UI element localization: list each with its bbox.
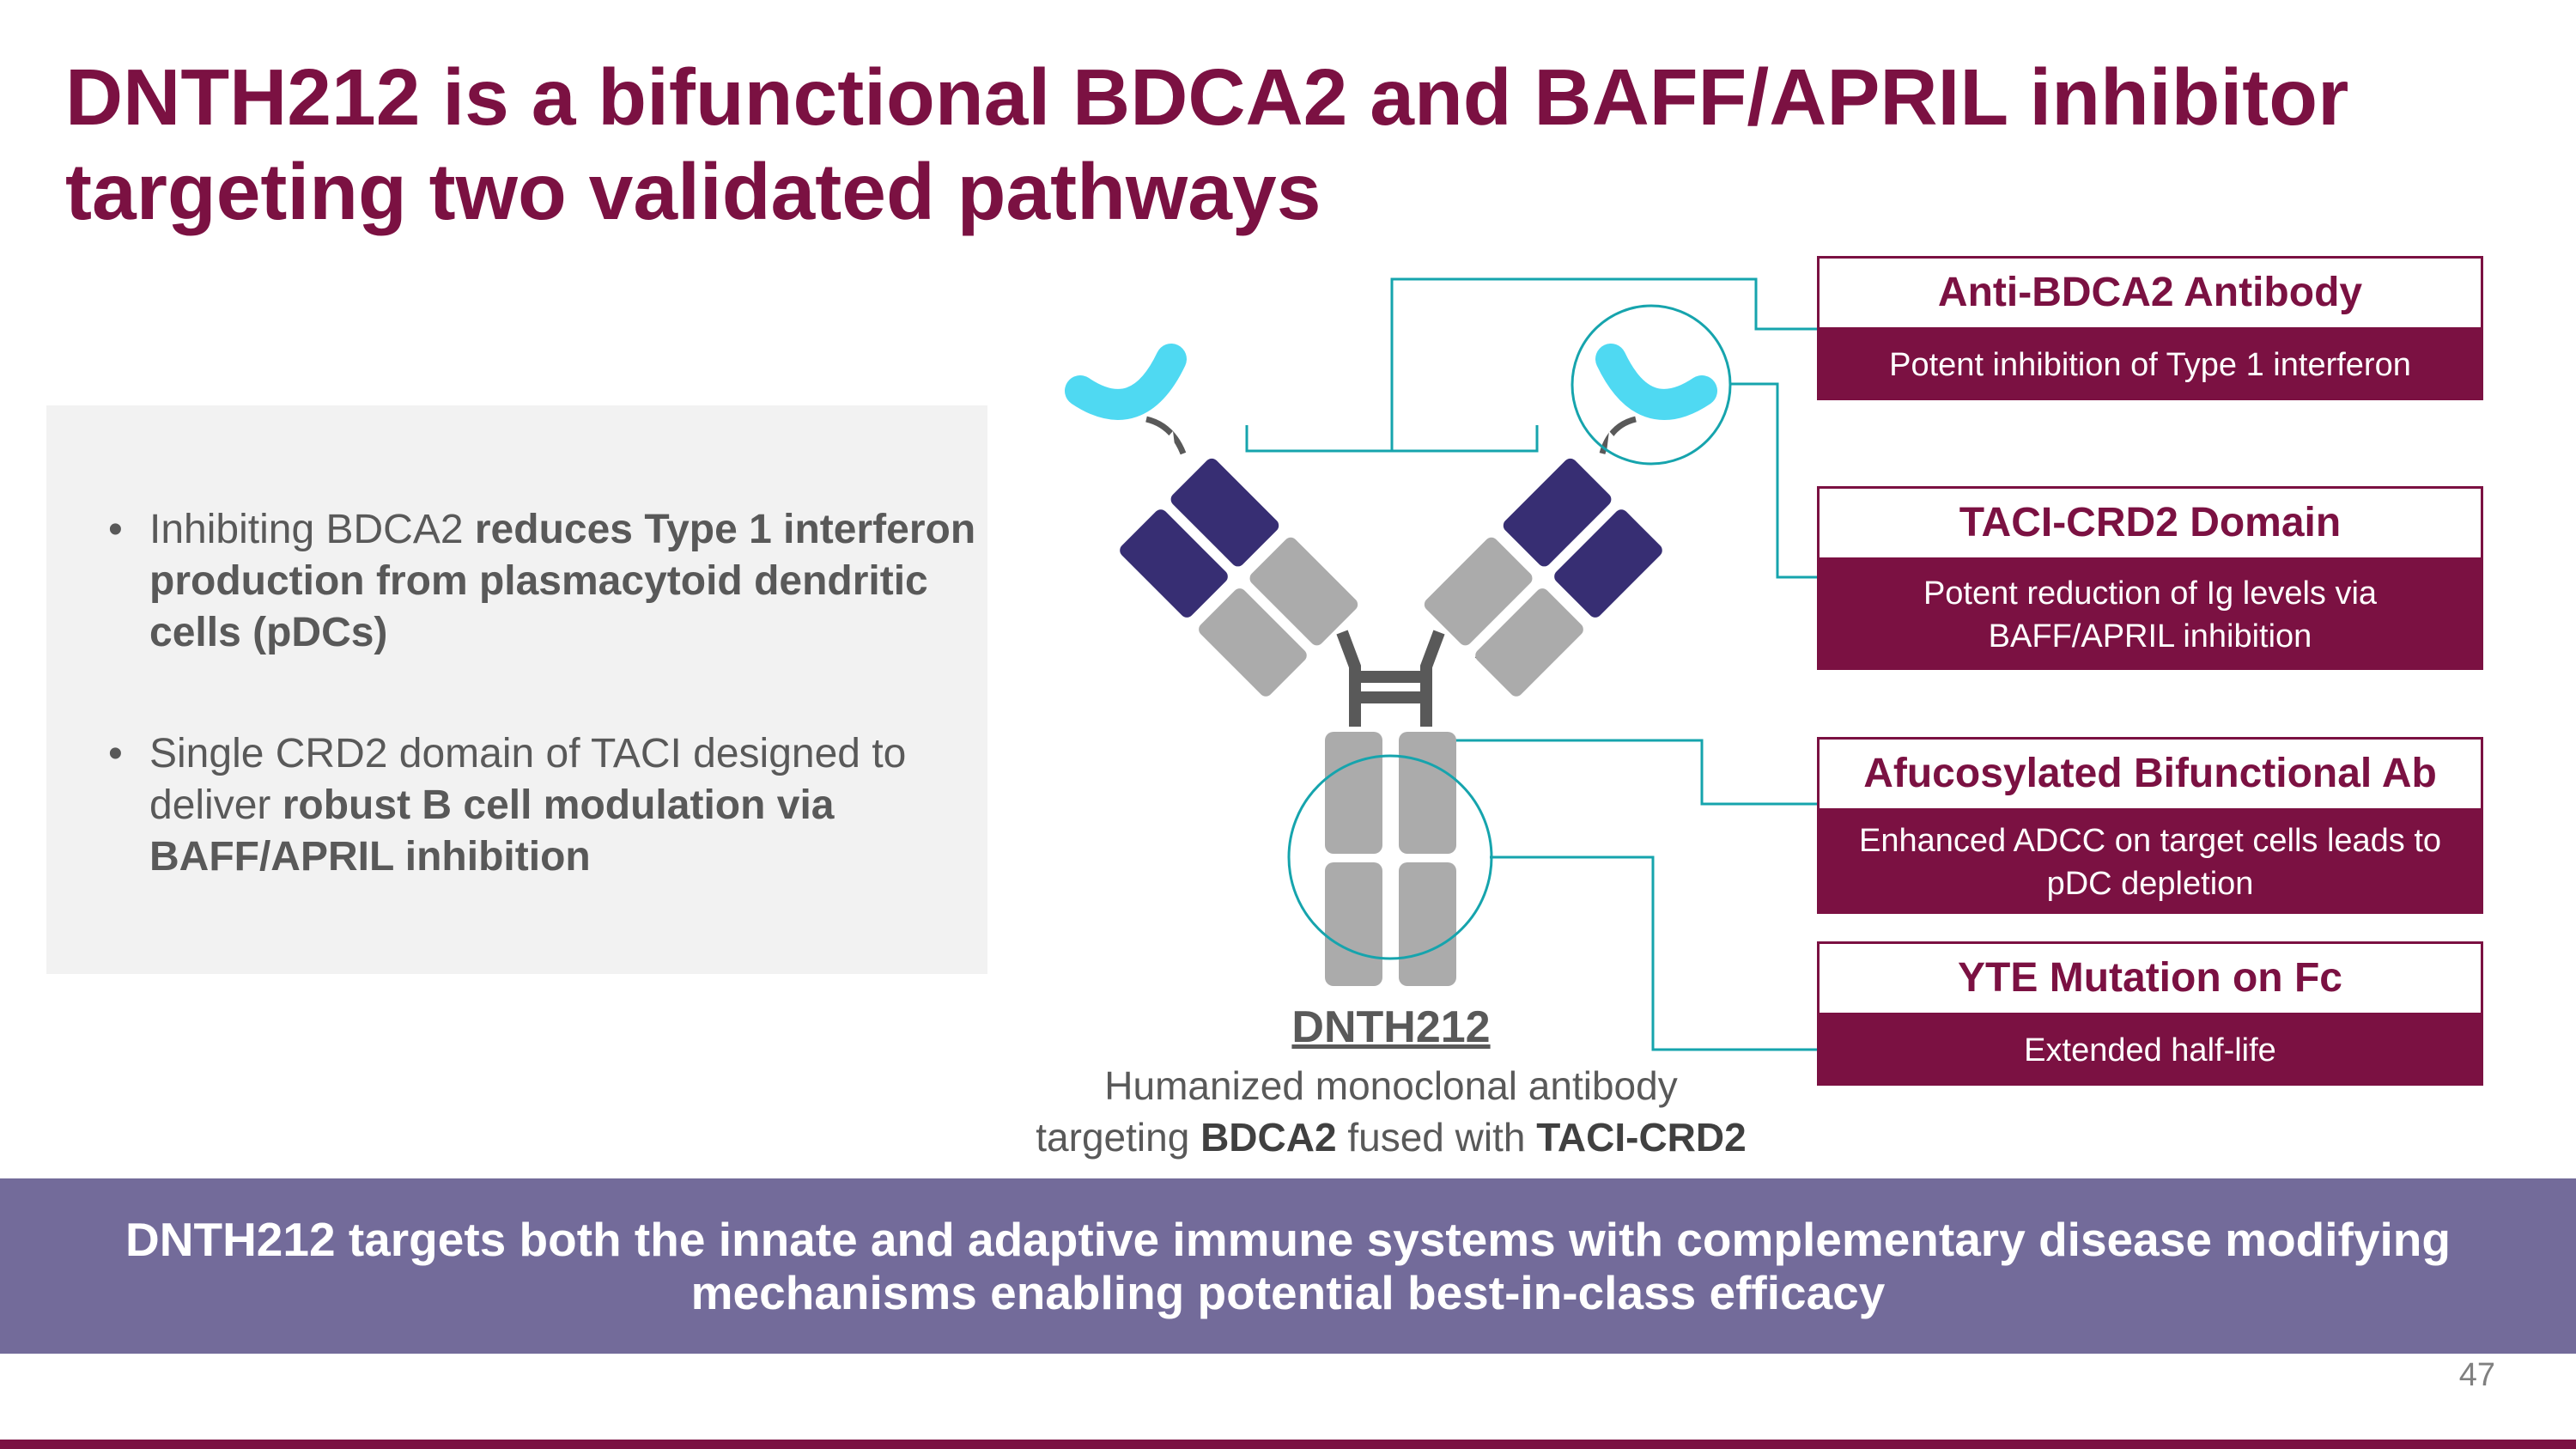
bullet-line: cells (pDCs) (149, 607, 1025, 659)
title-line-2: targeting two validated pathways (65, 147, 1321, 236)
connector-afucosylated (1451, 739, 1817, 806)
connector-anti-bdca2 (1390, 277, 1817, 451)
taci-linker-left (1145, 416, 1187, 455)
fc-region (1325, 732, 1456, 986)
callout-text: Extended half-life (2024, 1032, 2276, 1068)
bullet-line: Single CRD2 domain of TACI designed to (149, 728, 1025, 780)
callout-body: Potent reduction of Ig levels via BAFF/A… (1817, 560, 2483, 670)
connector-yte (1490, 855, 1817, 1051)
ch3-domain-left (1325, 862, 1382, 986)
fab-arm-left (1120, 458, 1358, 697)
callout-afucosylated: Afucosylated Bifunctional Ab Enhanced AD… (1817, 737, 2483, 914)
page-number: 47 (2458, 1357, 2495, 1393)
hinge-right (1420, 630, 1445, 727)
callout-text: pDC depletion (2046, 866, 2254, 902)
key-points-panel: • Inhibiting BDCA2 reduces Type 1 interf… (46, 405, 987, 974)
bullet-bold-text: robust B cell modulation via (282, 782, 835, 828)
callout-title: Anti-BDCA2 Antibody (1817, 256, 2483, 330)
hinge-left (1336, 630, 1361, 727)
desc-bold-text: TACI-CRD2 (1536, 1115, 1747, 1160)
notch (1669, 491, 1693, 519)
antibody-desc-line-2: targeting BDCA2 fused with TACI-CRD2 (962, 1111, 1820, 1163)
constant-light-domain-right (1475, 588, 1583, 697)
desc-text: fused with (1336, 1115, 1537, 1160)
bullet-line: Inhibiting BDCA2 reduces Type 1 interfer… (149, 504, 1025, 556)
bullet-bold-text: reduces Type 1 interferon (474, 507, 976, 552)
desc-bold-text: BDCA2 (1200, 1115, 1337, 1160)
bullet-bold-text: production from plasmacytoid dendritic (149, 558, 928, 604)
ch3-domain-right (1399, 862, 1456, 986)
variable-heavy-domain-right (1503, 458, 1612, 567)
taci-crd2-left (1065, 344, 1187, 420)
taci-crd2-right (1595, 344, 1717, 420)
connector-lines (1245, 277, 1817, 1051)
banner-line-2: mechanisms enabling potential best-in-cl… (690, 1266, 1886, 1319)
callout-body: Enhanced ADCC on target cells leads to p… (1817, 811, 2483, 914)
bullet-dot: • (108, 507, 123, 552)
highlight-circle-fc (1287, 754, 1493, 960)
bullet-item: • Inhibiting BDCA2 reduces Type 1 interf… (108, 504, 1025, 659)
slide-title: DNTH212 is a bifunctional BDCA2 and BAFF… (65, 50, 2538, 239)
variable-light-domain-right (1554, 509, 1662, 618)
notch (1606, 431, 1630, 459)
bullet-dot: • (108, 731, 123, 776)
variable-heavy-domain-left (1170, 458, 1279, 567)
title-line-1: DNTH212 is a bifunctional BDCA2 and BAFF… (65, 52, 2349, 142)
constant-light-domain-left (1199, 588, 1307, 697)
callout-text: Enhanced ADCC on target cells leads to (1858, 823, 2442, 859)
bullet-item: • Single CRD2 domain of TACI designed to… (108, 728, 1025, 883)
bullet-text: deliver (149, 782, 283, 828)
callout-text: Potent reduction of Ig levels via (1923, 575, 2378, 612)
callout-yte: YTE Mutation on Fc Extended half-life (1817, 941, 2483, 1086)
ch2-domain-right (1399, 732, 1456, 854)
ch2-domain-left (1325, 732, 1382, 854)
bullet-line: production from plasmacytoid dendritic (149, 556, 1025, 607)
bottom-rule (0, 1440, 2576, 1449)
hinge-region (1285, 630, 1496, 727)
callout-anti-bdca2: Anti-BDCA2 Antibody Potent inhibition of… (1817, 256, 2483, 400)
bullet-text: Inhibiting BDCA2 (149, 507, 475, 552)
connector-taci-crd2 (1731, 382, 1817, 579)
bullet-bold-text: cells (pDCs) (149, 610, 388, 655)
variable-light-domain-left (1120, 509, 1228, 618)
callout-text: Potent inhibition of Type 1 interferon (1889, 347, 2411, 383)
summary-banner: DNTH212 targets both the innate and adap… (0, 1178, 2576, 1354)
bullet-bold-text: BAFF/APRIL inhibition (149, 834, 591, 880)
bullet-line: BAFF/APRIL inhibition (149, 831, 1025, 883)
notch (1152, 431, 1176, 459)
banner-line-1: DNTH212 targets both the innate and adap… (125, 1213, 2451, 1266)
callout-body: Potent inhibition of Type 1 interferon (1817, 330, 2483, 400)
bullet-text: Single CRD2 domain of TACI designed to (149, 731, 907, 776)
constant-heavy-domain-right (1424, 537, 1533, 646)
desc-text: targeting (1036, 1115, 1201, 1160)
callout-title: Afucosylated Bifunctional Ab (1817, 737, 2483, 811)
constant-heavy-domain-left (1249, 537, 1358, 646)
notch (1089, 491, 1113, 519)
callout-title: YTE Mutation on Fc (1817, 941, 2483, 1015)
callout-taci-crd2: TACI-CRD2 Domain Potent reduction of Ig … (1817, 486, 2483, 670)
bullet-line: deliver robust B cell modulation via (149, 780, 1025, 831)
fab-arm-right (1424, 458, 1662, 697)
antibody-name: DNTH212 (1291, 1002, 1491, 1052)
callout-title: TACI-CRD2 Domain (1817, 486, 2483, 560)
callout-text: BAFF/APRIL inhibition (1988, 618, 2312, 654)
callout-body: Extended half-life (1817, 1015, 2483, 1086)
antibody-desc-line-1: Humanized monoclonal antibody (1104, 1063, 1678, 1108)
antibody-description: Humanized monoclonal antibody targeting … (962, 1060, 1820, 1163)
highlight-circle-taci (1571, 304, 1732, 466)
